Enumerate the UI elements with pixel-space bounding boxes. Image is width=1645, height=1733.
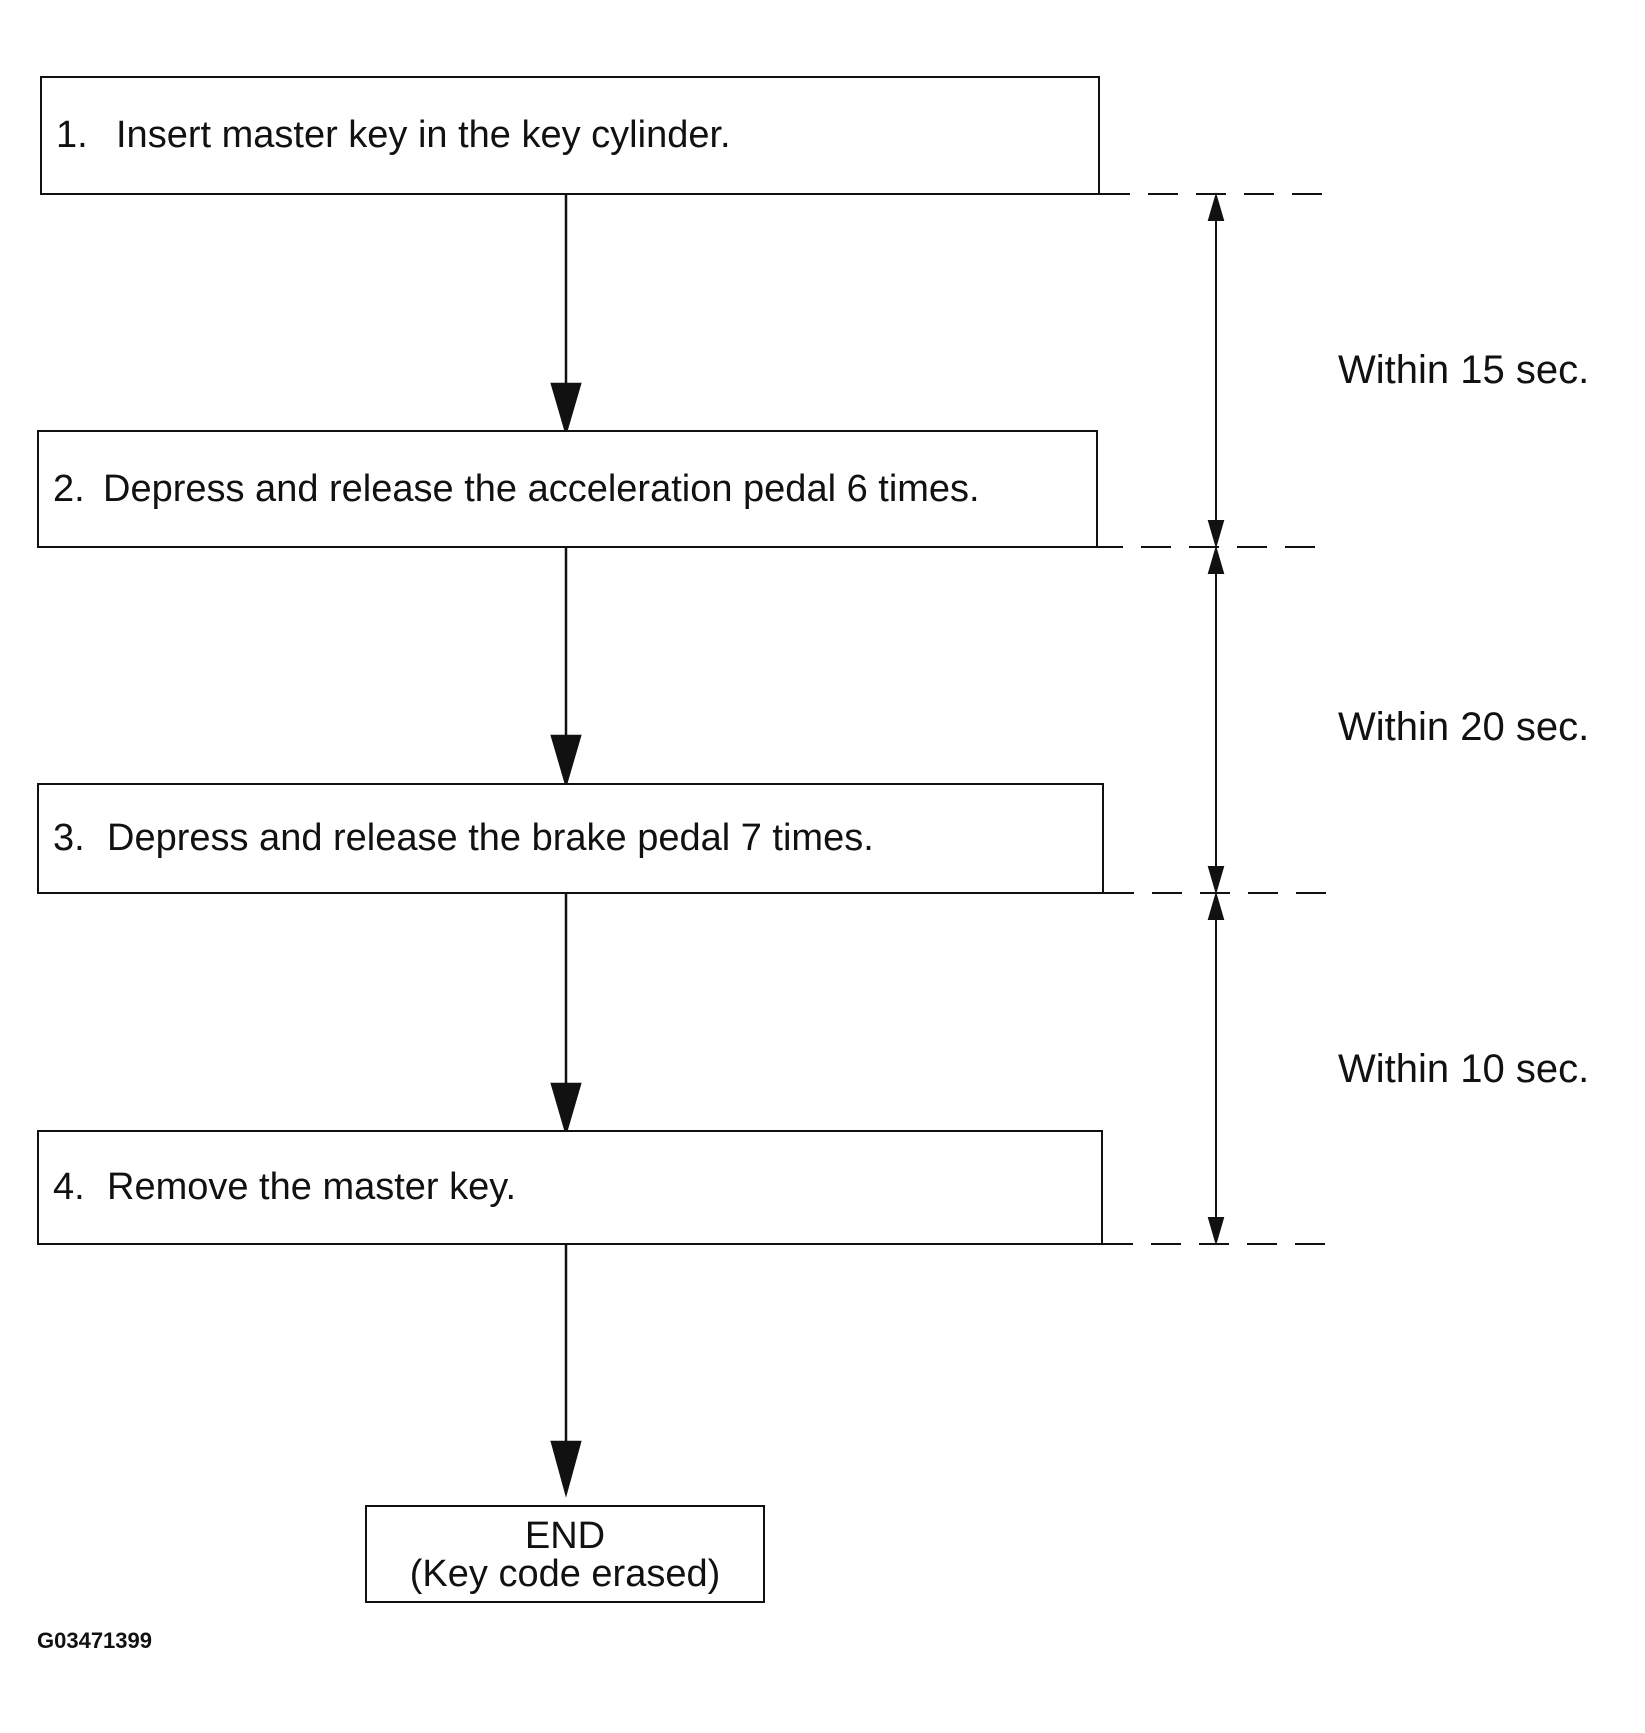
timing-label-2: Within 20 sec.	[1338, 705, 1590, 749]
arrowhead-icon	[1207, 192, 1225, 221]
step-box-1: 1. Insert master key in the key cylinder…	[40, 76, 1100, 195]
timing-label-3: Within 10 sec.	[1338, 1047, 1590, 1091]
arrowhead-icon	[550, 734, 582, 789]
arrowhead-icon	[1207, 891, 1225, 920]
end-subtitle: (Key code erased)	[409, 1553, 721, 1595]
step-box-3: 3. Depress and release the brake pedal 7…	[37, 783, 1104, 894]
timing-label-1: Within 15 sec.	[1338, 348, 1590, 392]
arrowhead-icon	[1207, 866, 1225, 895]
step-number: 1.	[56, 114, 88, 156]
step-text: Remove the master key.	[107, 1166, 517, 1208]
step-number: 2.	[53, 467, 85, 510]
arrowhead-icon	[550, 1440, 582, 1498]
end-box: END (Key code erased)	[365, 1505, 765, 1603]
step-box-4: 4. Remove the master key.	[37, 1130, 1103, 1245]
arrowhead-icon	[1207, 545, 1225, 574]
step-text: Depress and release the brake pedal 7 ti…	[107, 817, 874, 859]
step-box-2: 2. Depress and release the acceleration …	[37, 430, 1098, 548]
arrowhead-icon	[550, 382, 582, 437]
step-text: Insert master key in the key cylinder.	[116, 114, 731, 156]
step-number: 3.	[53, 817, 85, 859]
step-number: 4.	[53, 1166, 85, 1208]
step-text: Depress and release the acceleration ped…	[103, 467, 980, 510]
arrowhead-icon	[1207, 520, 1225, 549]
end-title: END	[524, 1515, 606, 1557]
arrowhead-icon	[550, 1082, 582, 1137]
arrowhead-icon	[1207, 1217, 1225, 1246]
figure-id: G03471399	[37, 1628, 152, 1653]
